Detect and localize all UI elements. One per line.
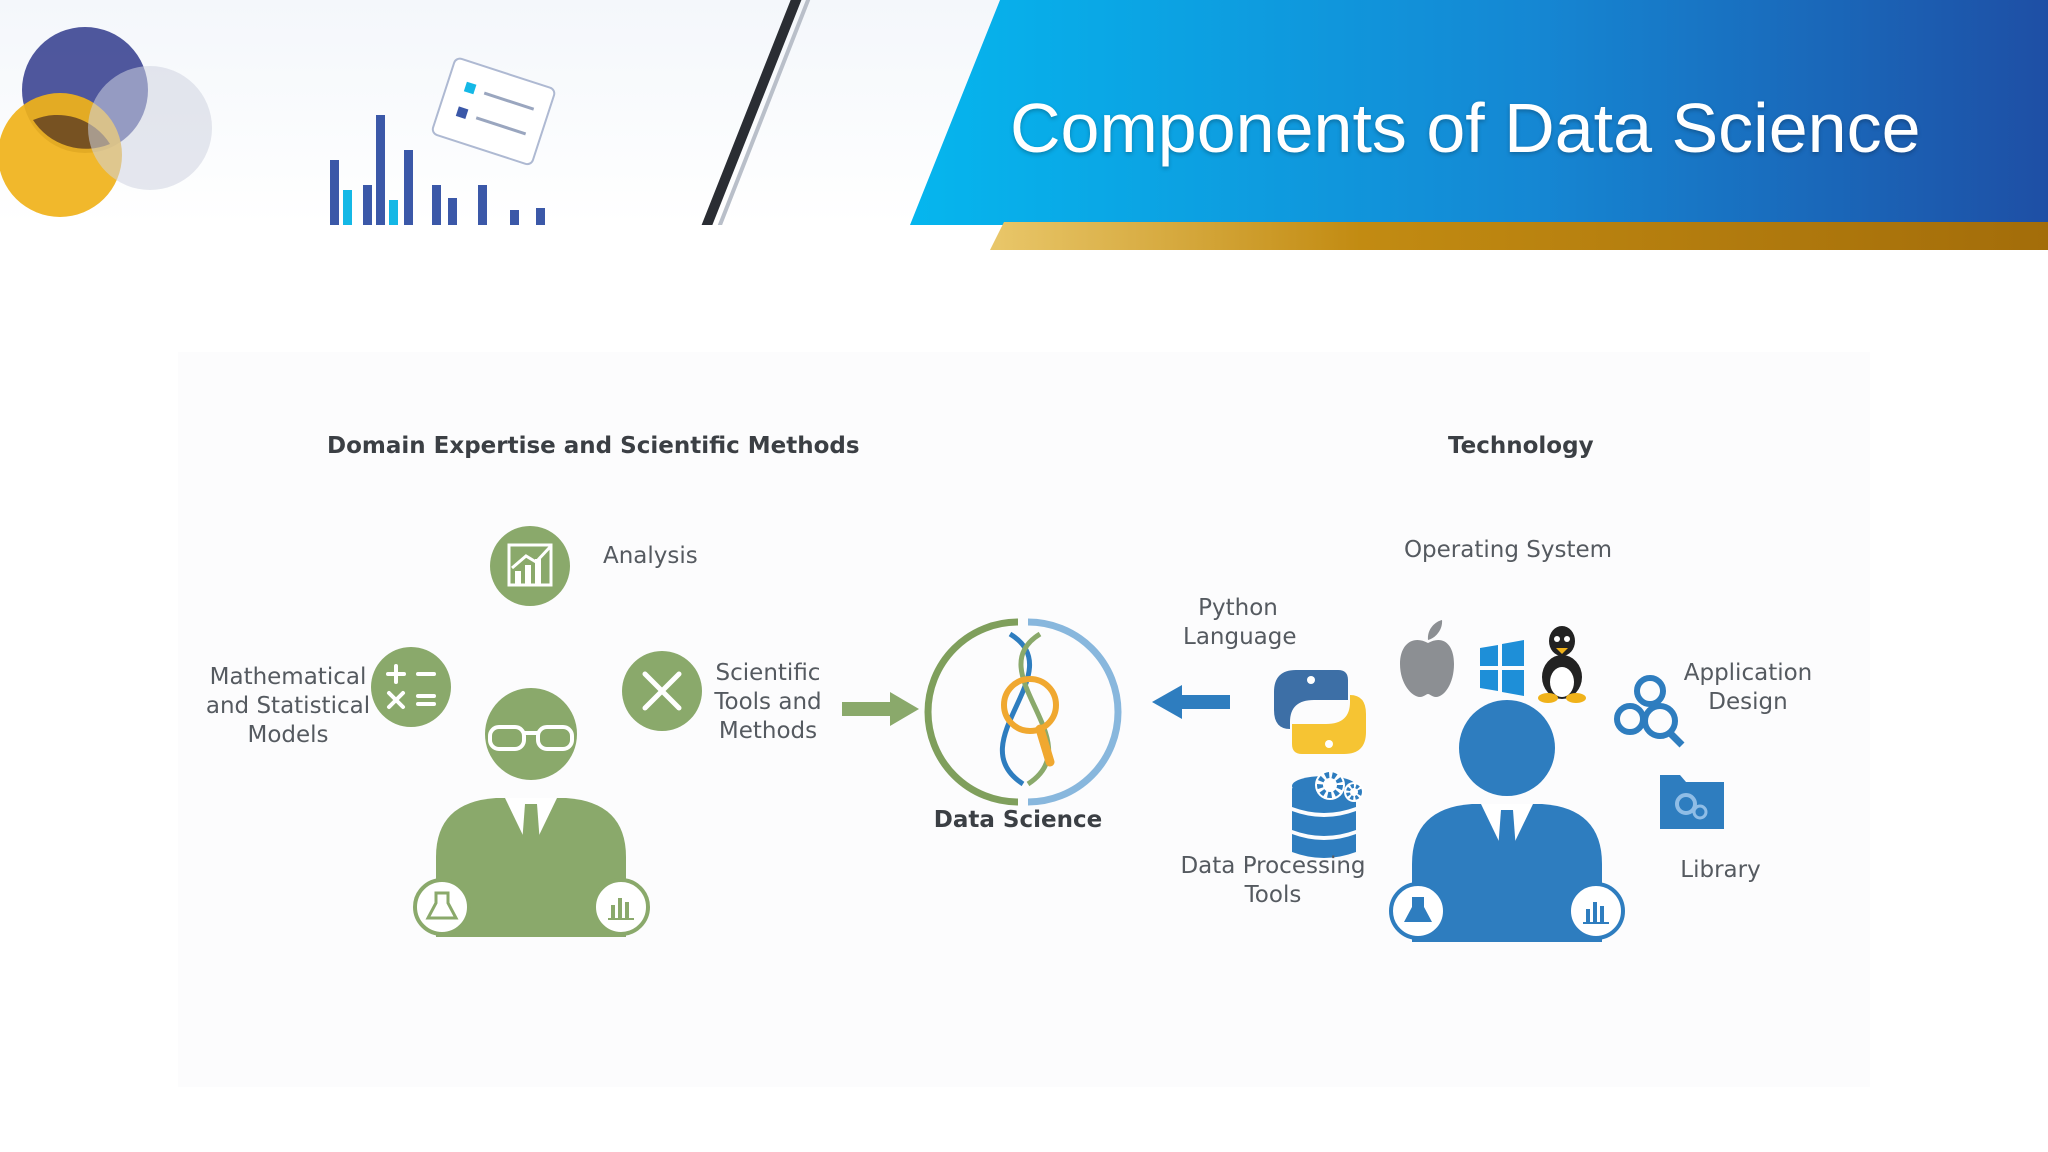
- decor-legend-card: [431, 57, 556, 166]
- dna-magnifier-icon: [924, 618, 1122, 806]
- folder-gear-icon: [1660, 775, 1724, 829]
- arrow-left: [1152, 685, 1230, 719]
- data-processing-label: Data Processing Tools: [1178, 852, 1368, 910]
- python-label: Python Language: [1183, 594, 1297, 652]
- diagram-graphic: [371, 526, 1724, 942]
- decor-bar-chart: [330, 115, 545, 225]
- math-operators-icon: [371, 647, 451, 727]
- decor-graphic: [0, 0, 811, 225]
- application-design-line-1: Application: [1683, 660, 1813, 686]
- domain-expert-figure: [413, 688, 650, 937]
- application-design-line-2: Design: [1708, 689, 1788, 715]
- python-line-2: Language: [1183, 624, 1297, 650]
- header-decoration: [0, 0, 1000, 225]
- scientific-tools-label: Scientific Tools and Methods: [703, 659, 833, 746]
- linux-penguin-icon: [1538, 626, 1586, 703]
- gears-search-icon: [1614, 675, 1685, 748]
- math-models-line-1: Mathematical: [209, 664, 367, 690]
- math-models-line-3: Models: [247, 722, 329, 748]
- operating-system-label: Operating System: [1403, 537, 1613, 563]
- application-design-label: Application Design: [1678, 659, 1818, 717]
- python-logo-icon: [1274, 670, 1366, 754]
- domain-heading: Domain Expertise and Scientific Methods: [327, 433, 860, 459]
- diagram-panel: Domain Expertise and Scientific Methods …: [178, 352, 1870, 1087]
- technology-heading: Technology: [1448, 433, 1594, 459]
- chart-growth-icon: [490, 526, 570, 606]
- data-processing-line-1: Data Processing: [1180, 853, 1366, 879]
- data-science-label: Data Science: [933, 807, 1103, 833]
- scientific-tools-line-2: Tools and: [714, 689, 822, 715]
- windows-logo-icon: [1480, 640, 1524, 696]
- gold-accent-bar: [990, 222, 2048, 250]
- scientific-tools-line-1: Scientific: [715, 660, 821, 686]
- technologist-figure: [1389, 700, 1625, 942]
- math-models-label: Mathematical and Statistical Models: [193, 663, 383, 750]
- flask-icon: [425, 891, 459, 920]
- slide-title: Components of Data Science: [1010, 89, 1921, 167]
- arrow-right: [842, 692, 919, 726]
- decor-pen: [701, 0, 811, 225]
- decor-circle-grey: [88, 66, 212, 190]
- title-banner: [910, 0, 2048, 225]
- data-processing-line-2: Tools: [1244, 882, 1302, 908]
- tools-icon: [622, 651, 702, 731]
- python-line-1: Python: [1198, 595, 1278, 621]
- library-label: Library: [1680, 857, 1761, 883]
- database-gear-icon: [1292, 770, 1364, 858]
- analysis-label: Analysis: [603, 543, 698, 569]
- apple-logo-icon: [1400, 620, 1454, 697]
- bar-chart-icon: [608, 898, 634, 920]
- scientific-tools-line-3: Methods: [718, 718, 818, 744]
- math-models-line-2: and Statistical: [205, 693, 371, 719]
